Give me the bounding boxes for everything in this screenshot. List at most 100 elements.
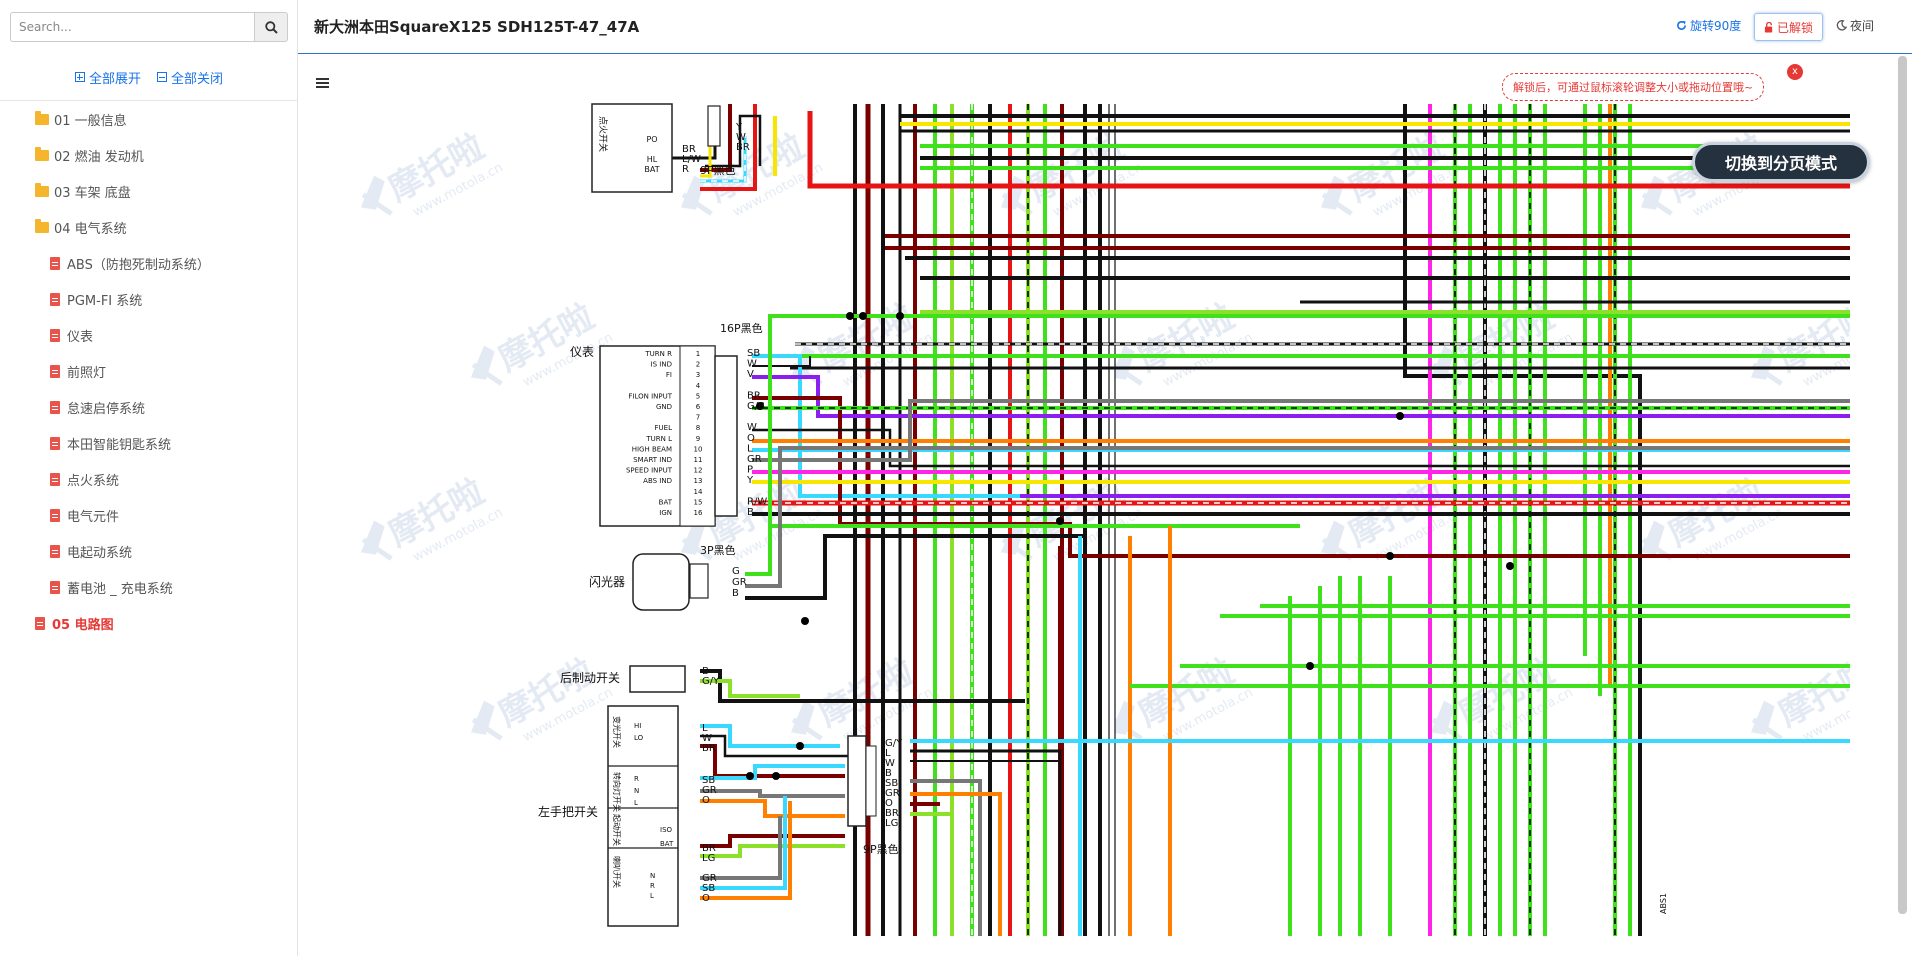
tree-item[interactable]: ABS（防抱死制动系统） xyxy=(50,254,210,273)
meter-pin-label: SMART IND xyxy=(633,456,672,464)
tree-item[interactable]: 04 电气系统 xyxy=(35,218,127,237)
wire xyxy=(700,796,787,890)
wire-code-label: BR xyxy=(747,390,761,401)
wire-code-label: Y xyxy=(735,122,743,133)
wire-code-label: GR xyxy=(732,577,747,588)
folder-open-icon xyxy=(35,183,49,197)
tree-item[interactable]: 05 电路图 xyxy=(35,614,114,633)
switch-pin-label: R xyxy=(650,882,655,890)
switch-pin-label: HI xyxy=(634,722,641,730)
tree-item-label: 仪表 xyxy=(67,330,94,345)
switch-pin-label: ISO xyxy=(660,826,673,834)
file-icon xyxy=(50,401,60,414)
tree-item[interactable]: 本田智能钥匙系统 xyxy=(50,434,171,453)
meter-pin-number: 9 xyxy=(696,435,700,443)
junction-dot xyxy=(846,312,854,320)
search-button[interactable] xyxy=(254,12,288,42)
night-mode-button[interactable]: 夜间 xyxy=(1836,17,1874,34)
file-icon xyxy=(50,545,60,558)
expand-all-button[interactable]: 全部展开 xyxy=(74,68,141,87)
collapse-all-button[interactable]: 全部关闭 xyxy=(157,68,223,87)
tree-item[interactable]: 怠速启停系统 xyxy=(50,398,145,417)
watermark-icon xyxy=(790,700,823,741)
tree-item-label: 电起动系统 xyxy=(67,546,133,561)
tree-item-label: PGM-FI 系统 xyxy=(67,294,143,309)
tree-item[interactable]: 前照灯 xyxy=(50,362,106,381)
tree-item[interactable]: 03 车架 底盘 xyxy=(35,182,131,201)
tree-item-label: 本田智能钥匙系统 xyxy=(67,438,172,453)
wire xyxy=(700,679,800,698)
tree-item[interactable]: 仪表 xyxy=(50,326,93,345)
tooltip-text: 解锁后，可通过鼠标滚轮调整大小或拖动位置哦~ xyxy=(1513,81,1754,94)
watermark-icon xyxy=(470,700,503,741)
watermark-icon xyxy=(1750,700,1783,741)
vertical-scrollbar[interactable] xyxy=(1898,56,1907,914)
tree-item-label: 04 电气系统 xyxy=(54,222,127,237)
search-icon xyxy=(264,20,278,34)
junction-dot xyxy=(801,617,809,625)
tree-item[interactable]: PGM-FI 系统 xyxy=(50,290,142,309)
start-switch-label: 起动开关 xyxy=(612,814,622,846)
watermark-icon xyxy=(360,520,393,561)
tree-item[interactable]: 电起动系统 xyxy=(50,542,132,561)
wire-code-label: LG xyxy=(885,818,898,829)
search-box xyxy=(10,12,288,42)
wire-code-label: W xyxy=(747,359,757,370)
search-input[interactable] xyxy=(10,12,254,42)
meter-pin-label: ABS IND xyxy=(643,477,672,485)
tree-item[interactable]: 点火系统 xyxy=(50,470,119,489)
wire-code-label: GR xyxy=(885,788,900,799)
wire xyxy=(807,111,1850,189)
meter-pin-number: 16 xyxy=(694,509,703,517)
wire-code-label: Y xyxy=(746,475,754,486)
wire-code-label: B xyxy=(747,507,754,518)
horn-switch-label: 喇叭开关 xyxy=(612,856,622,888)
switch-pin-label: R xyxy=(634,775,639,783)
tree-item[interactable]: 蓄电池 _ 充电系统 xyxy=(50,578,173,597)
junction-dot xyxy=(746,772,754,780)
wire-code-label: G/Y xyxy=(885,738,903,749)
wire-code-label: W xyxy=(747,422,757,433)
wire xyxy=(700,104,757,191)
meter-pin-label: HIGH BEAM xyxy=(632,445,672,453)
tree-item-label: 怠速启停系统 xyxy=(67,402,146,417)
wire xyxy=(910,749,1062,936)
tree-item-label: 蓄电池 _ 充电系统 xyxy=(67,582,173,597)
wire-code-label: LG xyxy=(702,853,715,864)
meter-pin-number: 6 xyxy=(696,403,701,411)
connector-16p-label: 16P黑色 xyxy=(720,321,763,335)
rotate-button[interactable]: 旋转90度 xyxy=(1676,17,1741,34)
menu-toggle-icon[interactable] xyxy=(316,78,329,88)
junction-dot xyxy=(796,742,804,750)
ignition-switch-box xyxy=(591,103,673,193)
tree-item[interactable]: 电气元件 xyxy=(50,506,119,525)
tree-item[interactable]: 01 一般信息 xyxy=(35,110,127,129)
rear-brake-switch-box xyxy=(629,665,686,693)
tree-item[interactable]: 02 燃油 发动机 xyxy=(35,146,144,165)
switch-page-mode-button[interactable]: 切换到分页模式 xyxy=(1692,142,1870,182)
tree-item-label: 前照灯 xyxy=(67,366,107,381)
meter-pin-number: 3 xyxy=(696,371,700,379)
unlock-button[interactable]: 已解锁 xyxy=(1754,13,1824,41)
moon-icon xyxy=(1836,20,1847,31)
wire-code-label: W xyxy=(885,758,895,769)
tooltip-close-icon[interactable]: x xyxy=(1787,64,1803,80)
dimmer-switch-label: 变光开关 xyxy=(612,716,622,748)
folder-open-icon xyxy=(35,219,49,233)
wire xyxy=(768,409,1300,528)
flasher-connector xyxy=(689,563,709,599)
meter-pin-number: 2 xyxy=(696,361,700,369)
wire-code-label: BR xyxy=(682,144,696,155)
meter-pin-number: 1 xyxy=(696,350,700,358)
wire-code-label: P xyxy=(747,465,753,476)
meter-pin-number: 7 xyxy=(696,414,700,422)
wire-code-label: O xyxy=(702,893,710,904)
watermark-icon xyxy=(680,175,713,216)
wire xyxy=(705,114,762,168)
ignition-switch-label: 点火开关 xyxy=(597,116,609,152)
wire xyxy=(700,801,792,900)
